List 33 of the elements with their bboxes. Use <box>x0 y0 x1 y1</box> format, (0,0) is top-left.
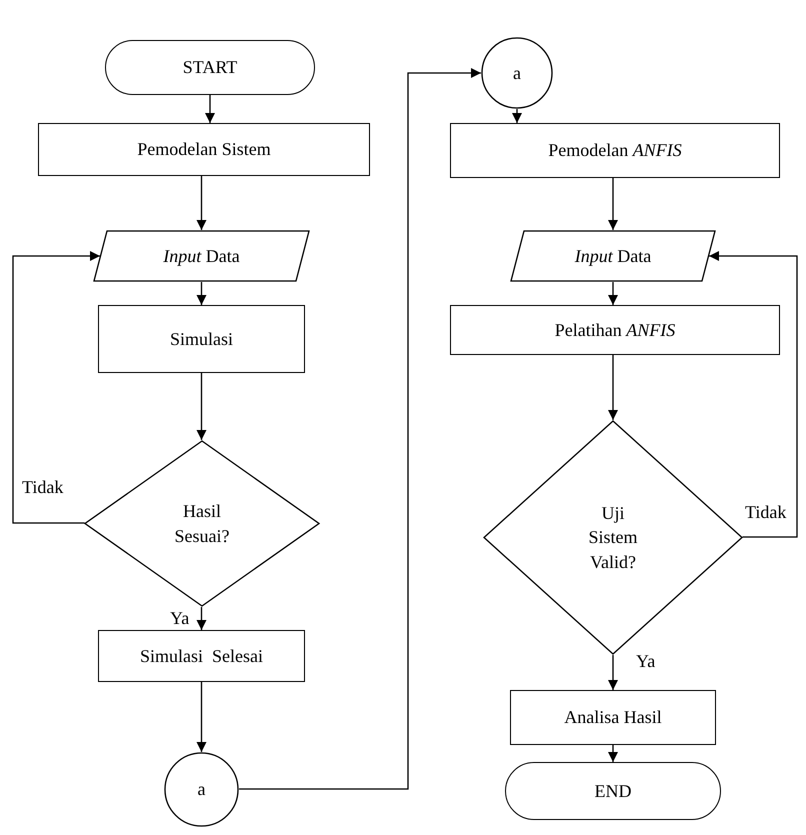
edge-label: Ya <box>168 609 192 627</box>
process-box: Pemodelan ANFIS <box>450 123 780 178</box>
arrow <box>608 655 618 690</box>
edge-label: Tidak <box>743 503 788 521</box>
process-box: Analisa Hasil <box>510 690 716 745</box>
process-box: Simulasi <box>98 305 305 373</box>
arrow <box>608 282 618 305</box>
arrow <box>12 251 100 524</box>
arrow <box>205 95 215 123</box>
edge-label: Tidak <box>20 478 66 496</box>
arrow <box>608 745 618 762</box>
input-parallelogram: Input Data <box>510 230 716 282</box>
arrow <box>512 109 522 123</box>
arrow <box>196 607 206 630</box>
arrow <box>709 251 798 538</box>
input-parallelogram: Input Data <box>93 230 310 282</box>
arrow <box>608 178 618 230</box>
decision-diamond: Uji Sistem Valid? <box>483 420 743 655</box>
arrow <box>196 176 206 230</box>
terminal-shape: END <box>505 762 721 820</box>
arrow <box>196 373 206 440</box>
decision-diamond: Hasil Sesuai? <box>84 440 320 607</box>
arrow <box>196 282 206 305</box>
connector-circle: a <box>481 37 553 109</box>
arrow <box>239 68 481 790</box>
terminal-shape: START <box>105 40 315 95</box>
edge-label: Ya <box>634 652 658 670</box>
process-box: Pemodelan Sistem <box>38 123 370 176</box>
process-box: Pelatihan ANFIS <box>450 305 780 355</box>
process-box: Simulasi Selesai <box>98 630 305 682</box>
arrow <box>608 355 618 420</box>
connector-circle: a <box>164 752 239 827</box>
arrow <box>196 682 206 752</box>
